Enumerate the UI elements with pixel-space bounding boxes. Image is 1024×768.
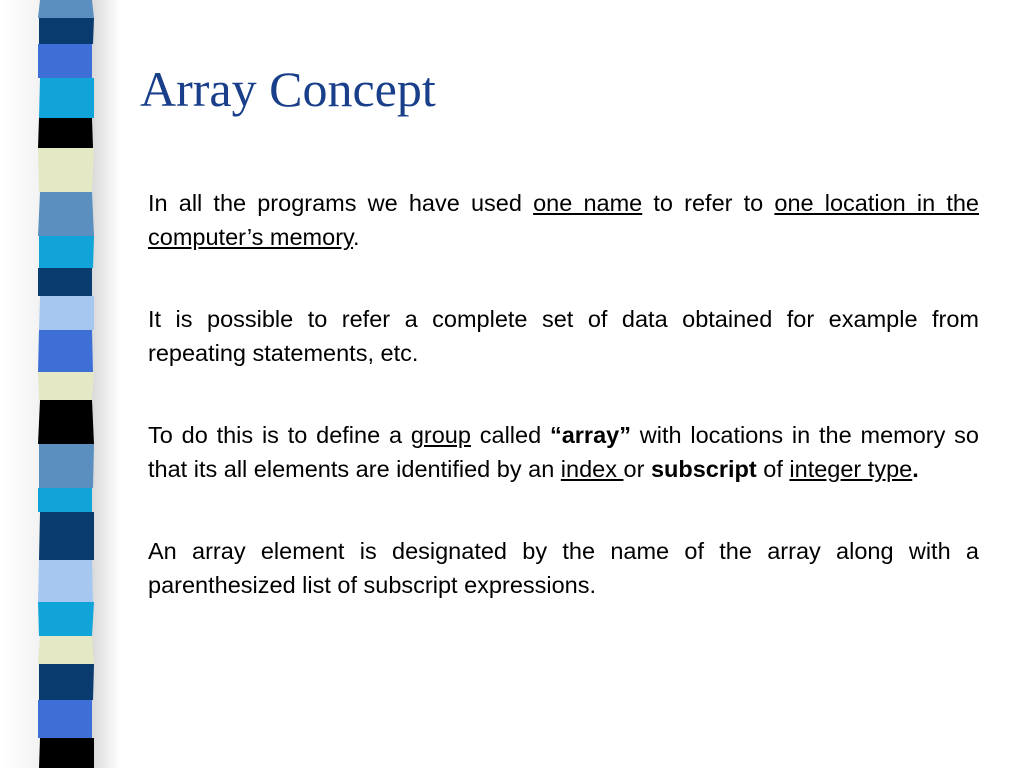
- stripe-segment: [38, 700, 92, 738]
- stripe-segment: [39, 738, 94, 768]
- stripe-segment: [38, 560, 93, 602]
- text-run: In all the programs we have used: [148, 190, 534, 216]
- stripe-segment: [38, 330, 93, 372]
- stripe-segment: [38, 148, 94, 192]
- paragraph-1: In all the programs we have used one nam…: [148, 186, 979, 254]
- stripe-segment: [38, 118, 93, 148]
- stripe-segment: [39, 18, 94, 44]
- stripe-segment: [38, 602, 94, 636]
- stripe-segment: [38, 192, 94, 236]
- slide-body: In all the programs we have used one nam…: [148, 186, 979, 650]
- text-run: of: [756, 456, 790, 482]
- text-run: To do this is to define a: [148, 422, 411, 448]
- paragraph-2: It is possible to refer a complete set o…: [148, 302, 979, 370]
- paragraph-4: An array element is designated by the na…: [148, 534, 979, 602]
- stripe-segment: [38, 0, 94, 18]
- bold-term-subscript: subscript: [650, 456, 757, 482]
- text-run: An array element is designated by the na…: [148, 538, 979, 598]
- stripe-segment: [39, 664, 94, 700]
- stripe-segment: [39, 444, 94, 488]
- stripe-segment: [39, 78, 94, 118]
- text-run: to refer to: [642, 190, 775, 216]
- slide-title: Array Concept: [140, 61, 436, 117]
- text-run: with locations in the memory so that its…: [148, 422, 979, 482]
- text-run: .: [353, 224, 360, 250]
- stripe-segment: [38, 44, 92, 78]
- decorative-stripe-band: [0, 0, 120, 768]
- underlined-term-group: group: [410, 422, 471, 448]
- text-run: called: [470, 422, 550, 448]
- paragraph-3: To do this is to define a group called “…: [148, 418, 979, 486]
- stripe-segment: [38, 636, 94, 664]
- underlined-term-one-name: one name: [533, 190, 643, 216]
- underlined-term-index: index: [560, 456, 624, 482]
- bold-term-array: “array”: [549, 422, 631, 448]
- bold-period: .: [912, 456, 919, 482]
- text-run: or: [623, 456, 651, 482]
- underlined-term-memory-location: one location in the computer’s memory: [148, 190, 980, 250]
- stripe-segment: [39, 296, 94, 330]
- stripe-segment: [38, 268, 92, 296]
- stripe-segment: [39, 512, 94, 560]
- stripe-segment: [38, 400, 94, 444]
- underlined-term-integer-type: integer type: [789, 456, 913, 482]
- stripe-segment: [38, 488, 92, 512]
- stripe-pattern-graphic: [0, 0, 120, 768]
- stripe-segment: [39, 236, 94, 268]
- text-run: It is possible to refer a complete set o…: [148, 306, 979, 366]
- stripe-segment: [38, 372, 94, 400]
